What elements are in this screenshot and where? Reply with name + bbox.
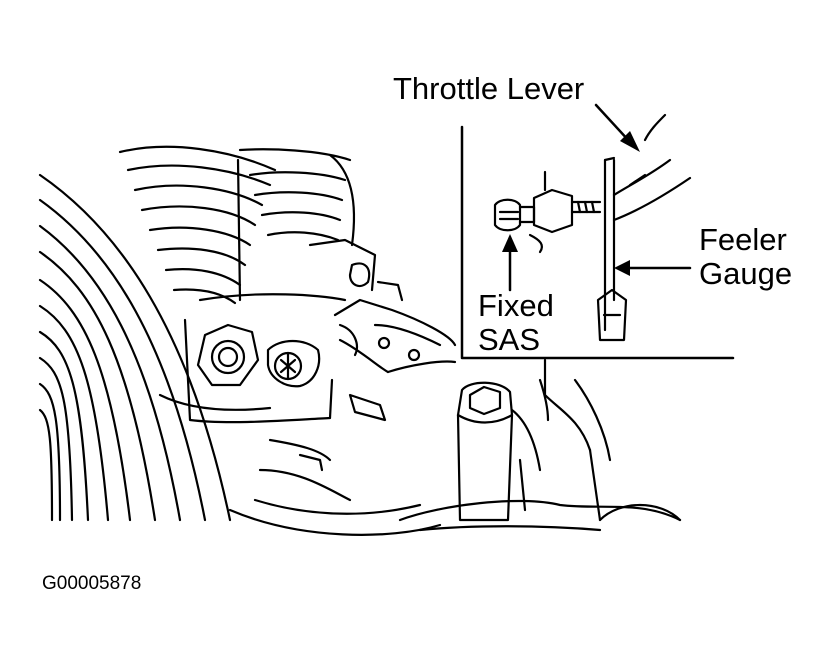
fixed-sas-arrow [502,234,518,292]
figure-code: G00005878 [42,573,141,594]
feeler-gauge-label-line1: Feeler [699,222,787,257]
throttle-lever-arrow [594,103,640,152]
fixed-sas-label-line1: Fixed [478,288,554,323]
fixed-sas-label-line2: SAS [478,322,540,357]
inset-detail [460,113,735,360]
throttle-lever-label: Throttle Lever [393,71,584,106]
feeler-gauge-arrow [614,260,692,276]
throttle-body-drawing [38,145,682,536]
feeler-gauge-label-line2: Gauge [699,256,792,291]
